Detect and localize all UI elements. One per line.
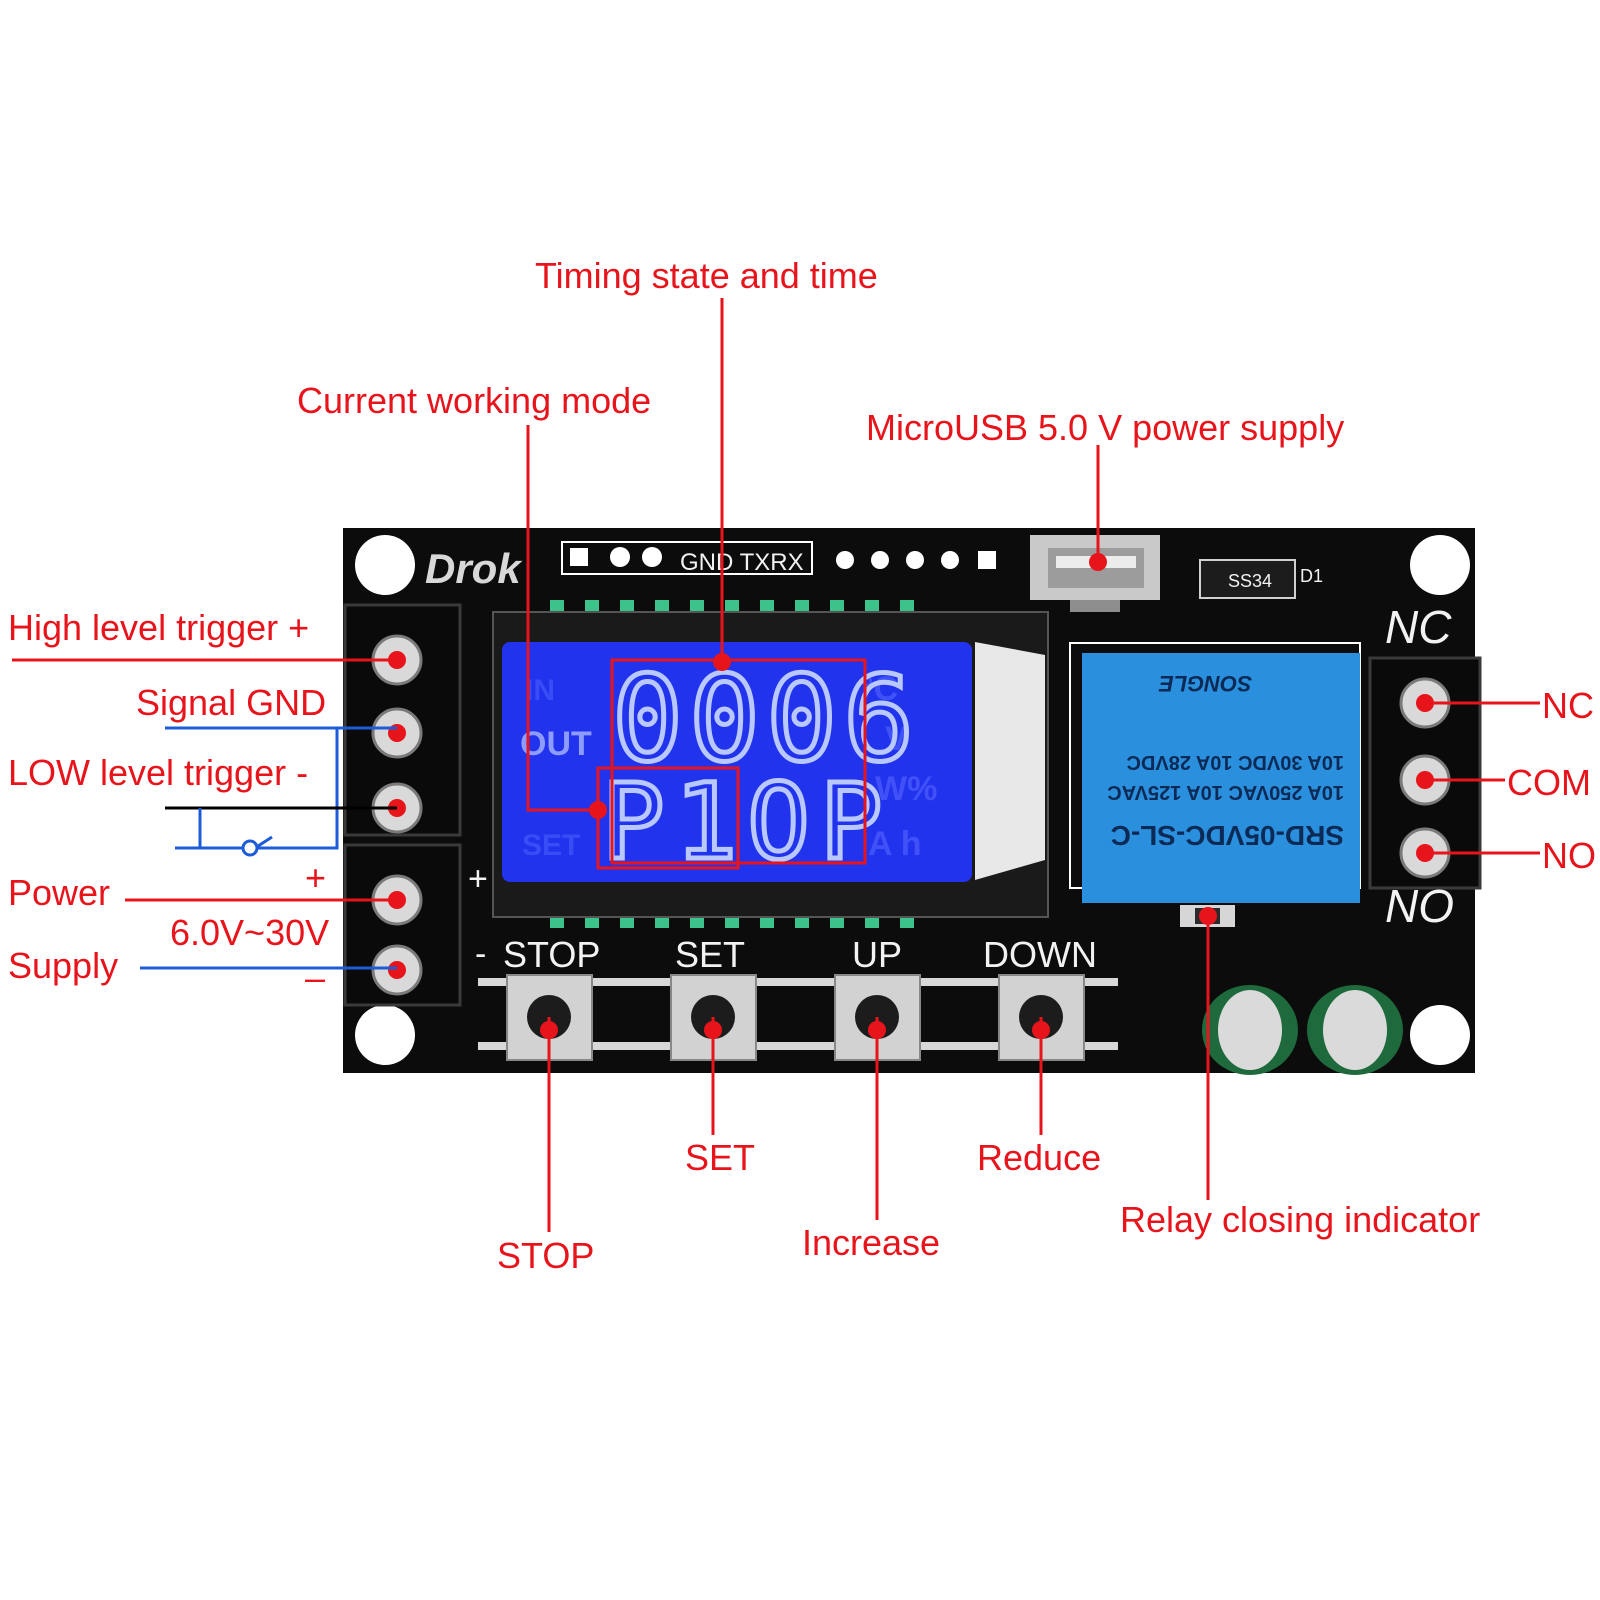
mounting-hole-top-left — [355, 535, 415, 595]
label-timing-state: Timing state and time — [535, 255, 878, 296]
label-high-trigger: High level trigger + — [8, 607, 309, 648]
silk-up: UP — [852, 934, 902, 975]
signal-wiring — [140, 726, 397, 970]
silk-down: DOWN — [983, 934, 1097, 975]
lcd-mode-digits: P1OP — [602, 761, 892, 883]
capacitor-left — [1202, 985, 1298, 1075]
label-voltage: 6.0V~30V — [170, 912, 329, 953]
label-microusb: MicroUSB 5.0 V power supply — [866, 407, 1344, 448]
lcd-unit-w: W% — [875, 770, 937, 808]
callout-lines — [12, 298, 1540, 1232]
button-pads — [478, 978, 1118, 1050]
diode-code: SS34 — [1228, 571, 1272, 591]
header-pins — [561, 541, 996, 575]
label-stop: STOP — [497, 1235, 594, 1276]
header-pin-label: GND TXRX — [680, 549, 804, 576]
label-com: COM — [1507, 762, 1591, 803]
lcd-side-label-set: SET — [522, 829, 580, 862]
lcd-unit-ah: A h — [868, 825, 922, 863]
mounting-hole-bottom-left — [355, 1005, 415, 1065]
mounting-hole-top-right — [1410, 535, 1470, 595]
lcd-unit-v: V — [885, 720, 908, 758]
label-relay-indicator: Relay closing indicator — [1120, 1199, 1480, 1240]
lcd-side-label-in: IN — [525, 674, 555, 707]
callout-dots — [388, 553, 1434, 1039]
label-increase: Increase — [802, 1222, 940, 1263]
brand-logo: Drok — [425, 545, 523, 592]
relay-maker: SONGLE — [1158, 671, 1252, 696]
silk-button-minus: - — [475, 935, 486, 973]
silk-plus: + — [468, 860, 488, 898]
label-low-trigger: LOW level trigger - — [8, 752, 308, 793]
label-set: SET — [685, 1137, 755, 1178]
relay-rating-2: 10A 30VDC 10A 28VDC — [1126, 751, 1344, 773]
label-reduce: Reduce — [977, 1137, 1101, 1178]
relay-body — [1082, 653, 1360, 903]
label-working-mode: Current working mode — [297, 380, 651, 421]
diode-ss34 — [1199, 559, 1296, 599]
label-power: Power — [8, 872, 110, 913]
label-no: NO — [1542, 835, 1596, 876]
label-signal-gnd: Signal GND — [136, 682, 326, 723]
capacitor-right — [1307, 985, 1403, 1075]
silk-stop: STOP — [503, 934, 600, 975]
silk-nc: NC — [1385, 601, 1452, 653]
relay-rating-1: 10A 250VAC 10A 125VAC — [1107, 781, 1344, 803]
label-minus: – — [305, 957, 325, 998]
relay-model: SRD-05VDC-SL-C — [1111, 820, 1344, 851]
mounting-hole-bottom-right — [1410, 1005, 1470, 1065]
diode-ref: D1 — [1300, 566, 1323, 586]
label-plus: + — [305, 857, 326, 898]
silk-set: SET — [675, 934, 745, 975]
lcd-backlight-tab — [975, 642, 1045, 880]
label-supply: Supply — [8, 945, 118, 986]
lcd-screen — [502, 642, 972, 882]
lcd-side-label-out: OUT — [520, 725, 592, 763]
label-nc: NC — [1542, 685, 1594, 726]
